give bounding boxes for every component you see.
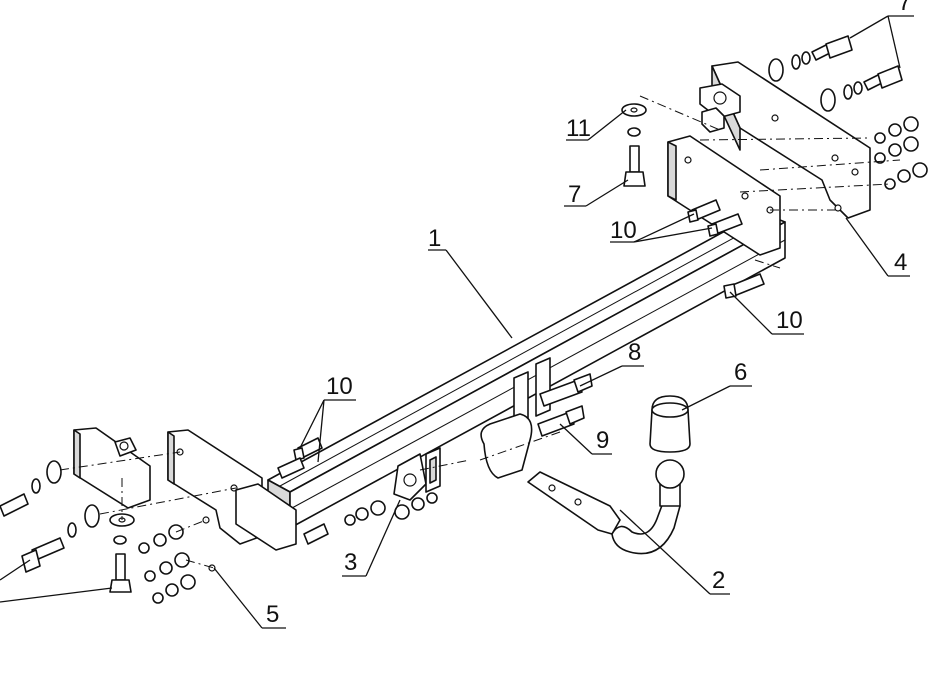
ball-hitch-part-2: [527, 459, 685, 555]
right-nuts: [874, 116, 928, 190]
callout-1: 1: [428, 225, 441, 252]
left-bolts: [0, 437, 329, 593]
callout-4: 4: [894, 249, 907, 276]
socket-plate-part-3: [393, 447, 471, 501]
callout-3: 3: [344, 549, 357, 576]
callout-7-middle: 7: [568, 181, 581, 208]
callout-11: 11: [566, 115, 591, 142]
left-bracket-part-5: [73, 427, 297, 572]
callout-2: 2: [712, 567, 725, 594]
bolts-part-10-right: [687, 199, 765, 299]
callout-8: 8: [628, 339, 641, 366]
callout-5: 5: [266, 601, 279, 628]
callout-10-left: 10: [326, 373, 353, 400]
right-bracket-part-4: [667, 61, 871, 256]
callout-10-right-lower: 10: [776, 307, 803, 334]
washer-part-11: [621, 103, 647, 137]
cross-beam-part-1: [267, 211, 786, 529]
socket-bolts: [344, 492, 438, 526]
right-bolts: [768, 35, 903, 112]
callout-9: 9: [596, 427, 609, 454]
ball-cap-part-6: [649, 395, 691, 453]
hitch-mount: [479, 357, 593, 479]
callout-6: 6: [734, 359, 747, 386]
left-nuts: [138, 524, 196, 604]
callout-leaders: [0, 15, 914, 629]
callout-10-right-upper: 10: [610, 217, 637, 244]
callout-labels: 1 2 3 4 5 6 7 7 8 9 10 10 10 11: [266, 0, 911, 628]
right-assembly-lines: [639, 95, 901, 269]
left-assembly-lines: [59, 451, 237, 569]
callout-7-top-right: 7: [898, 0, 911, 16]
